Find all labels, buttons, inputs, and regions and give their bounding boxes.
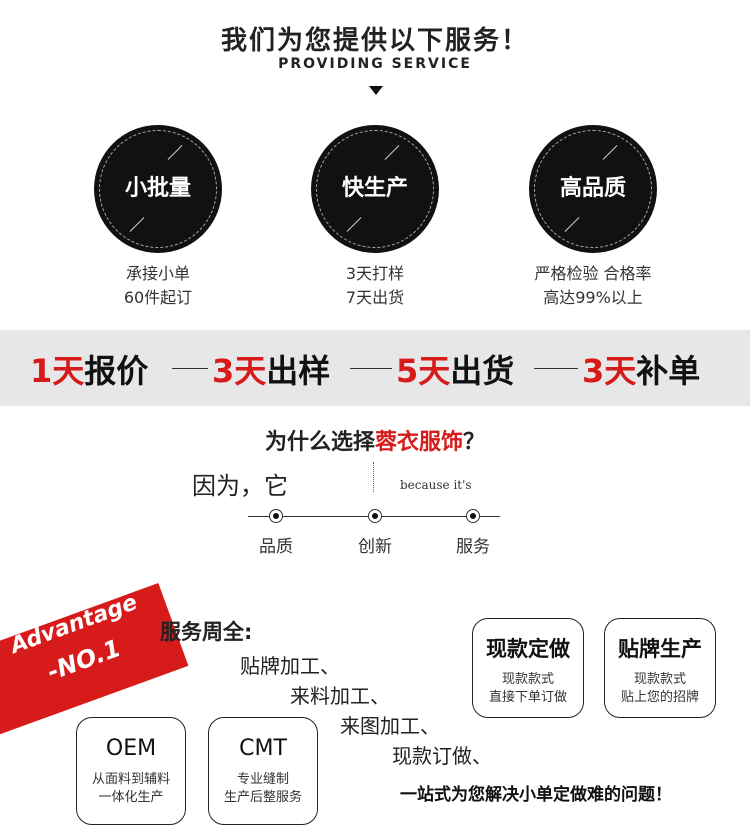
services-title: 服务周全: [160,620,253,644]
feature-desc-line: 7天出货 [345,288,405,307]
feature-desc-small-batch: 承接小单 60件起订 [58,262,258,310]
page-title: 我们为您提供以下服务！ [220,26,529,56]
box-stock-custom: 现款定做 现款款式 直接下单订做 [472,618,584,718]
band-dash [350,368,392,369]
slogan: 一站式为您解决小单定做难的问题！ [400,785,672,805]
box-desc-line: 贴上您的招牌 [620,690,699,705]
timeline-label-quality: 品质 [259,537,293,557]
box-title: OEM [105,736,157,761]
timeline-label-service: 服务 [456,537,490,557]
band-item-ship: 5天出货 [396,346,514,392]
feature-desc-line: 3天打样 [345,264,405,283]
why-suffix: ？ [463,430,486,455]
box-desc-line: 从面料到辅料 [91,772,170,787]
box-desc: 现款款式 直接下单订做 [473,671,583,707]
service-item: 贴牌加工、 [240,654,340,678]
band-item-quote: 1天报价 [30,346,148,392]
dotted-divider [373,462,374,492]
box-desc-line: 专业缝制 [236,772,289,787]
feature-label: 快生产 [341,176,408,201]
feature-desc-line: 承接小单 [125,264,190,283]
band-text: 出样 [266,352,331,390]
band-days: 3天 [582,352,637,390]
box-oem: OEM 从面料到辅料 一体化生产 [76,717,186,825]
band-dash [172,368,208,369]
page-subtitle: PROVIDING SERVICE [278,56,472,72]
band-days: 3天 [212,352,267,390]
feature-label: 高品质 [559,176,626,201]
triangle-down-icon [369,86,383,95]
service-item: 现款订做、 [392,744,492,768]
box-desc-line: 直接下单订做 [488,690,567,705]
band-item-sample: 3天出样 [212,346,330,392]
why-prefix: 为什么选择 [264,430,375,455]
band-text: 报价 [84,352,149,390]
box-desc-line: 现款款式 [633,672,686,687]
box-desc-line: 现款款式 [501,672,554,687]
feature-desc-line: 高达99%以上 [543,288,643,307]
band-text: 补单 [636,352,701,390]
box-desc: 从面料到辅料 一体化生产 [77,771,185,807]
feature-desc-line: 60件起订 [123,288,193,307]
box-cmt: CMT 专业缝制 生产后整服务 [208,717,318,825]
feature-label: 小批量 [124,176,191,201]
box-desc: 现款款式 贴上您的招牌 [605,671,715,707]
box-title: 现款定做 [486,637,570,661]
timeline-dot-icon [269,509,283,523]
timeline-label-innovation: 创新 [358,537,392,557]
band-item-reorder: 3天补单 [582,346,700,392]
box-desc-line: 生产后整服务 [223,790,302,805]
box-oem-label: 贴牌生产 现款款式 贴上您的招牌 [604,618,716,718]
band-days: 1天 [30,352,85,390]
feature-circle-fast-production: 快生产 [312,126,438,252]
feature-desc-line: 严格检验 合格率 [534,264,652,283]
timeline-dot-icon [466,509,480,523]
feature-desc-fast-production: 3天打样 7天出货 [275,262,475,310]
band-days: 5天 [396,352,451,390]
band-dash [534,368,578,369]
feature-circle-high-quality: 高品质 [530,126,656,252]
box-title: 贴牌生产 [618,637,702,661]
feature-desc-high-quality: 严格检验 合格率 高达99%以上 [493,262,693,310]
brand-name: 蓉衣服饰 [374,430,463,455]
service-item: 来料加工、 [290,684,390,708]
box-desc: 专业缝制 生产后整服务 [209,771,317,807]
feature-circle-small-batch: 小批量 [95,126,221,252]
because-en: because it's [400,478,472,492]
box-desc-line: 一体化生产 [98,790,164,805]
service-item: 来图加工、 [340,714,440,738]
why-heading: 为什么选择蓉衣服饰？ [0,424,750,456]
band-text: 出货 [450,352,515,390]
box-title: CMT [239,736,287,761]
timeline-dot-icon [368,509,382,523]
because-cn: 因为，它 [192,472,288,500]
